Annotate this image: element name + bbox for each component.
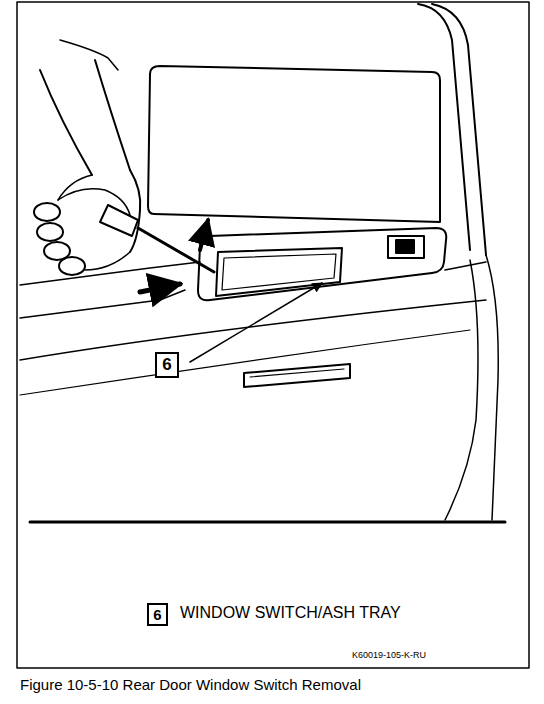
- callout-box: 6: [147, 603, 168, 626]
- thumb: [60, 40, 118, 70]
- callout-number: 6: [153, 606, 161, 623]
- pry-arrow: [140, 284, 180, 292]
- door-frame: [418, 4, 470, 250]
- window-glass: [148, 66, 440, 222]
- door-panel: [20, 330, 470, 395]
- callout-number: 6: [162, 355, 171, 375]
- ash-tray: [216, 248, 342, 296]
- figure-frame: [17, 2, 529, 668]
- forearm: [40, 70, 92, 175]
- hand: [58, 175, 92, 200]
- finger: [37, 223, 63, 241]
- leader-line: [190, 283, 322, 362]
- part-name: WINDOW SWITCH/ASH TRAY: [180, 604, 401, 622]
- screwdriver-handle: [100, 205, 138, 236]
- separator-line: [30, 521, 505, 524]
- armrest: [20, 290, 185, 318]
- hand: [85, 252, 130, 270]
- door-edge: [445, 260, 478, 520]
- hand: [130, 170, 140, 252]
- window-switch: [388, 236, 424, 258]
- figure-code: K60019-105-K-RU: [352, 650, 426, 660]
- switch-rocker: [396, 240, 414, 253]
- figure-caption: Figure 10-5-10 Rear Door Window Switch R…: [20, 676, 361, 693]
- callout-box: 6: [155, 352, 179, 378]
- forearm: [95, 60, 130, 170]
- finger: [34, 203, 60, 221]
- lift-arrow: [200, 220, 208, 250]
- door-edge: [486, 255, 498, 520]
- armrest: [445, 262, 486, 270]
- armrest-lower: [20, 300, 486, 360]
- door-pull: [244, 364, 350, 387]
- door-pull: [250, 369, 344, 377]
- switch-bezel: [198, 228, 446, 300]
- finger: [59, 257, 85, 275]
